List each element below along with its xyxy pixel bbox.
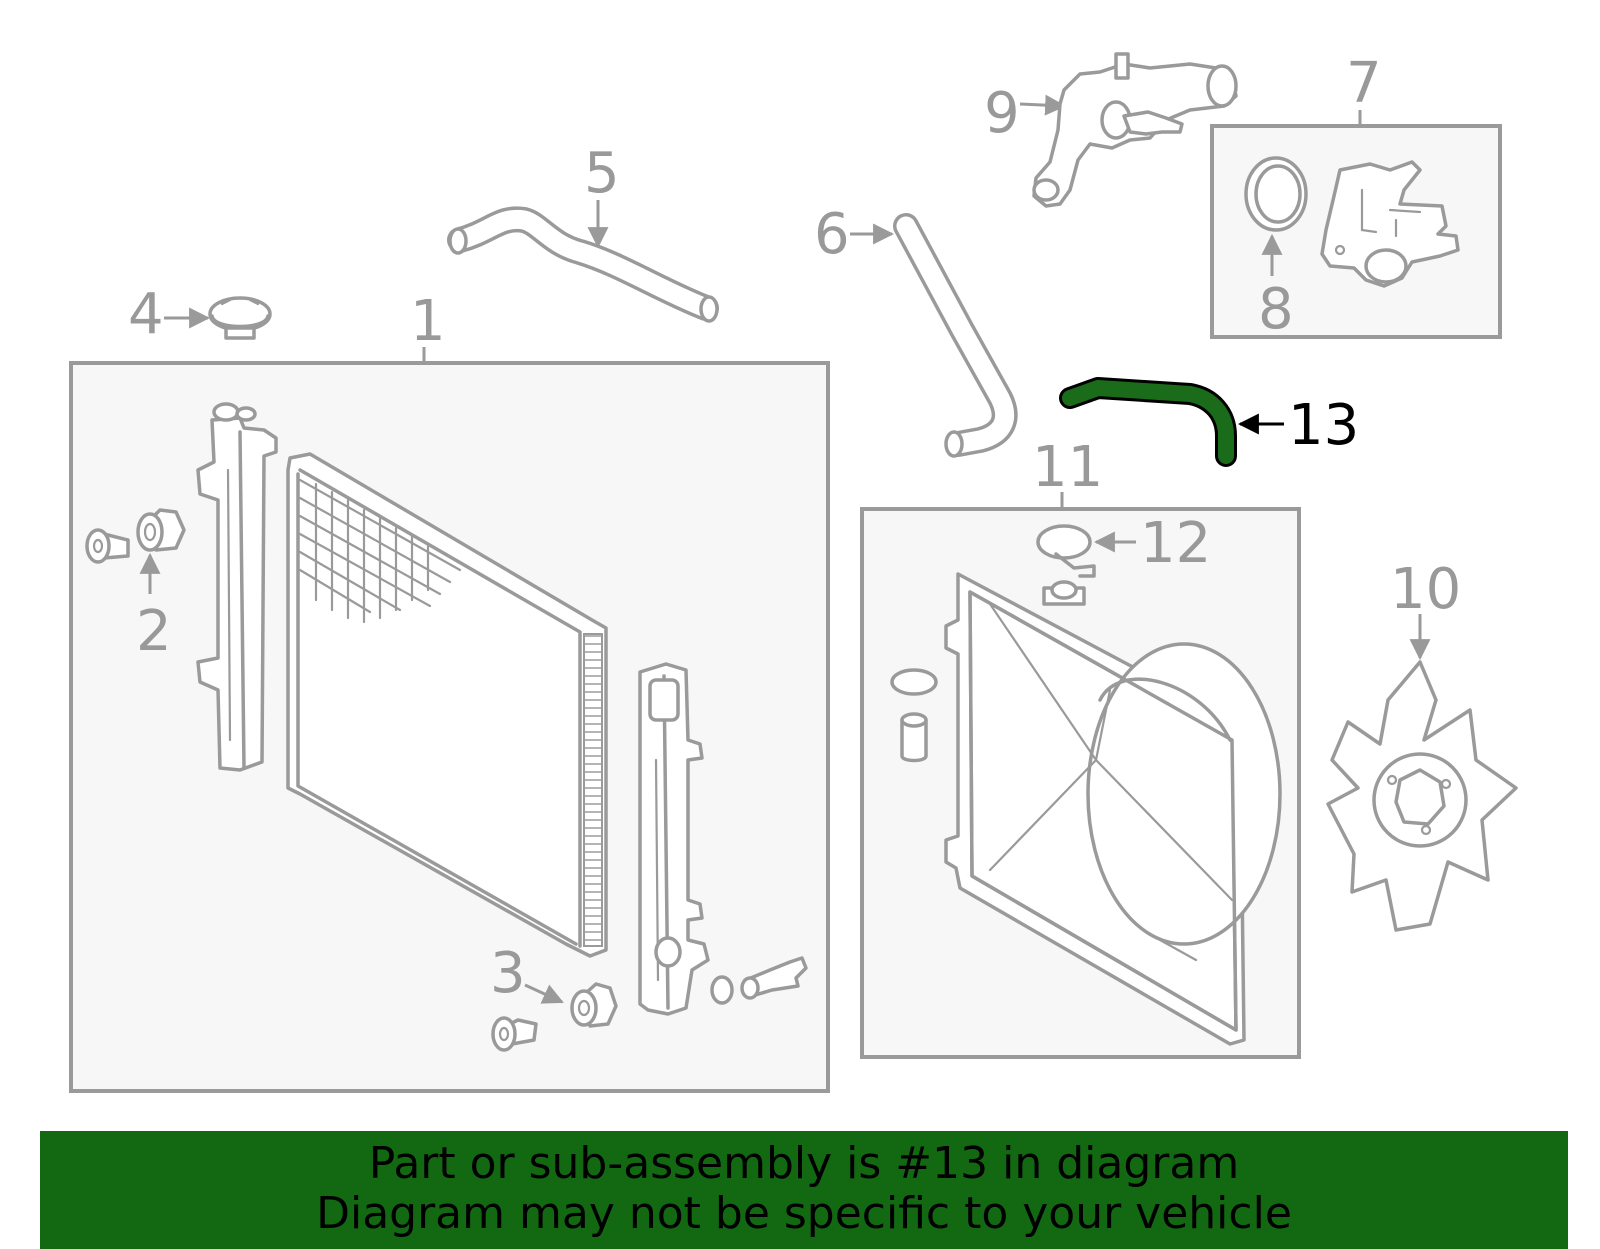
part-5-upper-hose: 5 [447, 141, 719, 323]
radiator-left-tank [196, 402, 278, 772]
part-10-fan: 10 [1326, 557, 1518, 932]
callout-6: 6 [814, 202, 850, 267]
callout-10: 10 [1390, 557, 1461, 622]
thermostat-housing-box: 7 8 [1210, 51, 1502, 342]
info-banner: Part or sub-assembly is #13 in diagram D… [40, 1131, 1568, 1249]
callout-11: 11 [1032, 435, 1103, 500]
callout-5: 5 [584, 141, 620, 206]
callout-2: 2 [136, 599, 172, 664]
callout-3: 3 [490, 941, 526, 1006]
part-4-radiator-cap: 4 [128, 282, 272, 347]
callout-1: 1 [410, 289, 446, 354]
radiator-right-tank [638, 662, 710, 1016]
banner-line-2: Diagram may not be specific to your vehi… [316, 1188, 1292, 1239]
part-3-bushing: 3 [490, 941, 618, 1052]
part-2-bushing: 2 [85, 508, 186, 664]
callout-8: 8 [1258, 277, 1294, 342]
radiator-core [286, 452, 608, 958]
part-9-water-outlet: 9 [984, 52, 1238, 208]
callout-13: 13 [1288, 393, 1359, 458]
callout-4: 4 [128, 282, 164, 347]
part-13-hose-highlighted: 13 [1059, 377, 1359, 467]
part-6-lower-hose: 6 [814, 202, 1018, 458]
fan-shroud-box: 11 12 [860, 435, 1301, 1059]
banner-line-1: Part or sub-assembly is #13 in diagram [368, 1138, 1240, 1189]
callout-7: 7 [1346, 51, 1382, 116]
callout-12: 12 [1140, 511, 1211, 576]
drain-cock [710, 956, 808, 1005]
callout-9: 9 [984, 81, 1020, 146]
